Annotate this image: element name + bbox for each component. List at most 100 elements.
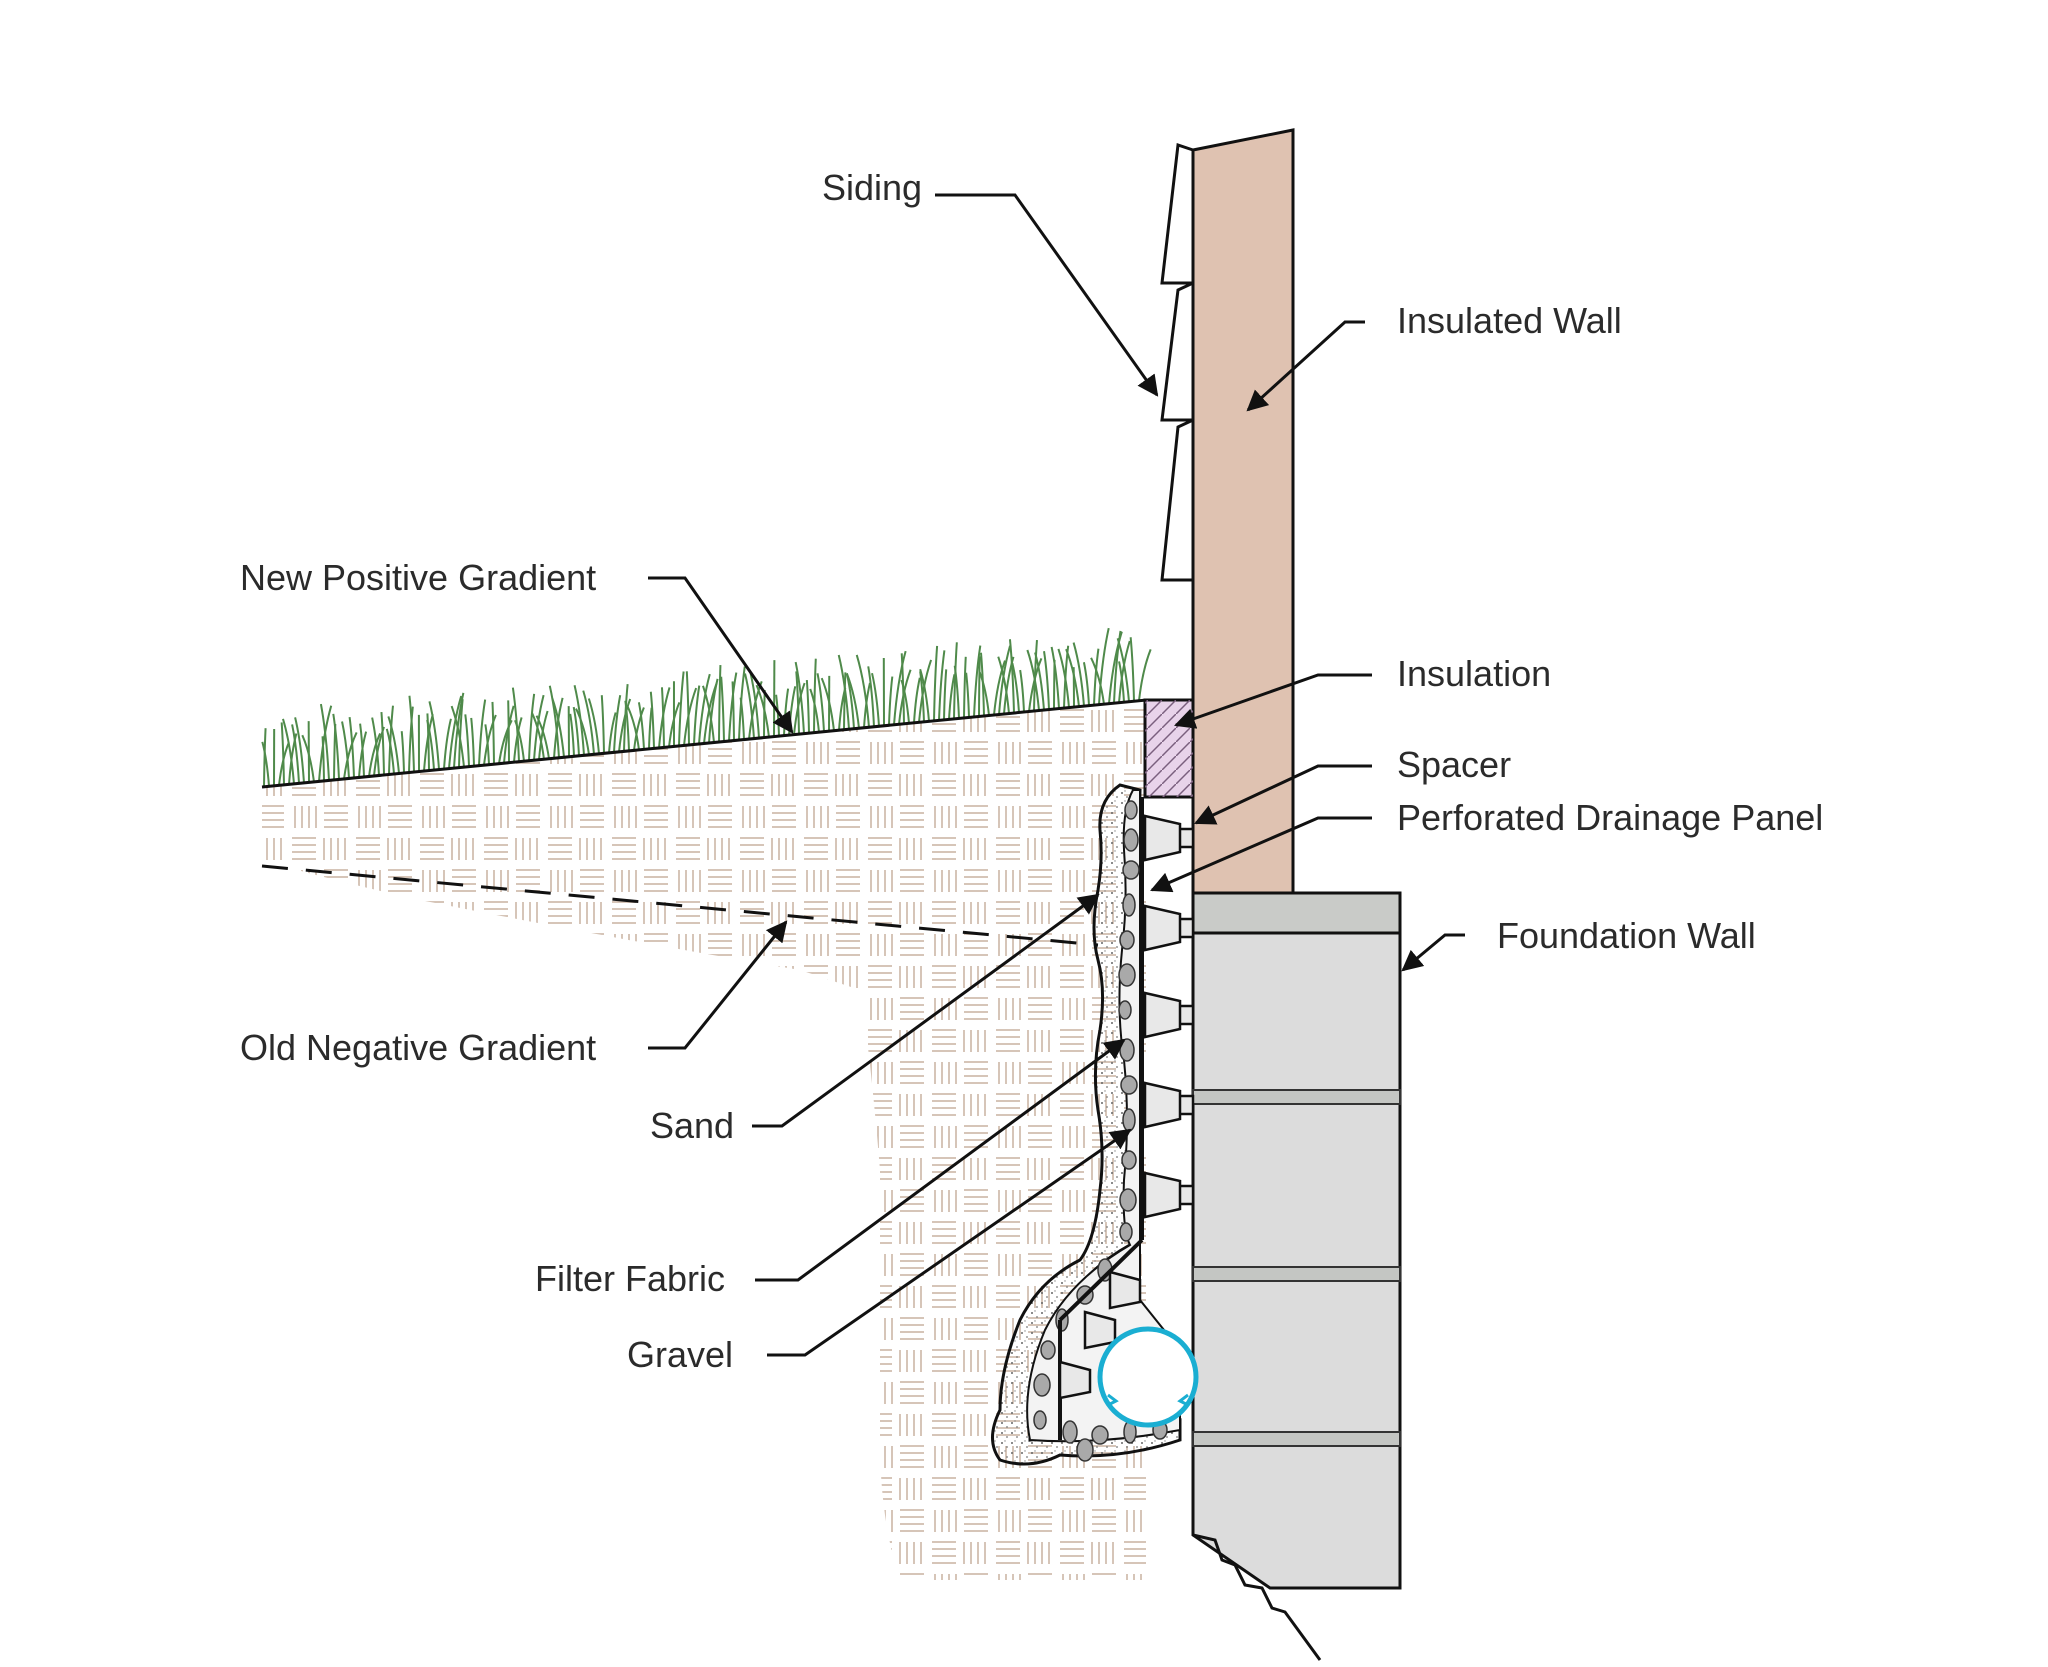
grass-blade [739,697,745,740]
grass-blade [731,681,735,741]
grass-blade [1118,640,1131,703]
grass-blade [318,705,333,782]
grass-blade [623,684,629,752]
grass-blade [470,717,475,767]
grass-blade [572,706,580,756]
gravel-stone [1040,1340,1056,1360]
gravel-stone [1120,1075,1138,1095]
grass-blade [426,713,430,771]
grass-blade [871,672,880,727]
grass-blade [582,690,595,755]
grass-blade [408,706,414,773]
grass-blade [744,673,755,739]
insulated-wall-label: Insulated Wall [1397,300,1622,341]
grass-blade [938,650,946,721]
grass-blade [637,702,645,750]
spacer-cone [1143,991,1195,1039]
grass-blade [587,698,600,754]
grass-blade [507,700,510,763]
spacer-cone [1058,1360,1092,1400]
foundation-wall-leader [1401,933,1465,972]
grass-blade [1118,661,1125,703]
grass-blade [511,687,520,762]
gravel-stone [1033,1410,1047,1430]
grass-blade [795,671,800,735]
grass-blade [1057,648,1070,708]
spacer-cone [1143,1081,1195,1129]
grass-blade [843,672,847,730]
grass-blade [660,687,665,748]
grass-blade [288,733,298,785]
sand-leader [752,893,1100,1128]
soil [262,700,1146,1580]
grass-blade [913,677,921,723]
spacers [1058,814,1195,1400]
foundation-wall [1191,891,1402,1661]
grass-blade [531,712,545,760]
grass-blade [978,671,990,716]
grass-blade [618,698,632,752]
grass-blade [400,731,405,774]
grass-blade [626,706,640,751]
grass-blade [280,722,285,785]
grass-blade [965,672,970,718]
grass-blade [919,668,930,722]
spacer-cone [1143,904,1195,952]
grass-blade [1065,648,1080,707]
insulation-block [1143,698,1195,799]
grass-blade [919,671,925,722]
gravel-stone [1118,963,1136,987]
grass-blade [900,679,910,724]
grass-blade [943,669,948,720]
grass-blade [1138,648,1152,701]
grass-blade [978,656,981,717]
old-negative-gradient-leader [648,920,788,1050]
gravel-stone [1124,800,1138,820]
grass-blade [448,695,463,769]
grass-blade [368,733,381,777]
spacer-label: Spacer [1397,744,1511,785]
grass-blade [708,678,719,744]
grass-blade [933,645,939,721]
spacer-cone [1108,1270,1142,1310]
gravel-stone [1119,930,1135,950]
grass-blade [371,717,380,776]
gravel-stone [1118,1000,1132,1020]
grass-blade [491,701,495,765]
grass-blade [1008,639,1015,714]
gravel-stone [1076,1438,1094,1462]
grass-blade [1026,649,1040,711]
grass [261,627,1152,787]
grass-blade [1090,657,1105,705]
grass-blade [1113,630,1122,704]
grass-blade [1082,662,1090,706]
grass-blade [282,718,295,784]
grass-blade [845,673,860,729]
grass-blade [380,712,385,776]
grass-blade [809,688,820,733]
insulation-label: Insulation [1397,653,1551,694]
grass-blade [464,714,470,767]
grass-blade [321,736,325,781]
drain-pipe [1097,1326,1199,1428]
gravel-leader [767,1128,1132,1357]
grass-blade [805,680,810,734]
grass-blade [408,695,415,773]
grass-blade [426,719,435,771]
insulated-wall [1191,128,1295,895]
grass-blade [953,665,960,719]
grass-blade [648,707,653,749]
grass-blade [893,650,907,725]
grass-blade [1063,645,1070,709]
grass-blade [301,734,315,783]
grass-blade [1098,627,1110,705]
grass-blade [813,658,817,733]
grass-blade [783,688,790,736]
gravel-label: Gravel [627,1334,733,1375]
new-positive-gradient-label: New Positive Gradient [240,557,596,598]
grass-blade [359,723,365,777]
grass-blade [775,694,780,737]
gravel-stone [1122,893,1136,917]
grass-blade [319,703,330,781]
